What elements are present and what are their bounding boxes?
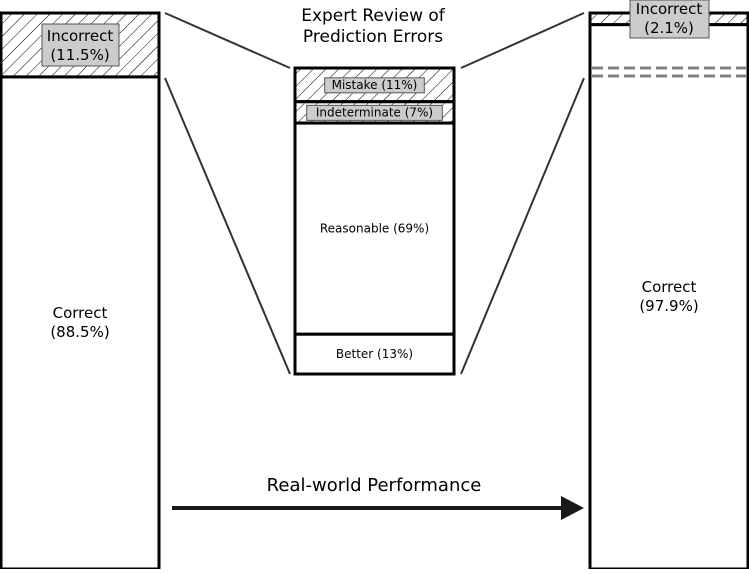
- zoom-connectors: [164, 12, 585, 375]
- arrow-label: Real-world Performance: [267, 475, 482, 496]
- middle-bar: Mistake (11%) Indeterminate (7%) Reasonabl…: [293, 66, 456, 376]
- middle-better-label: Better (13%): [336, 347, 413, 361]
- left-incorrect-label-box: [41, 23, 120, 67]
- left-correct-pct: (88.5%): [50, 323, 109, 341]
- right-incorrect-pct: (2.1%): [644, 19, 694, 37]
- right-bar: Incorrect(2.1%) Correct(97.9%): [588, 0, 749, 571]
- left-bar: Incorrect(11.5%) Correct(88.5%): [0, 11, 161, 571]
- right-incorrect-label-box: [629, 0, 710, 39]
- connector-left-bottom: [164, 77, 291, 375]
- middle-segment-reasonable: [293, 121, 456, 336]
- right-correct-pct: (97.9%): [639, 297, 698, 315]
- middle-segment-better: [293, 332, 456, 376]
- right-incorrect-label: Incorrect: [636, 0, 703, 18]
- middle-indeterminate-label-box: [306, 104, 443, 121]
- arrow-head: [561, 496, 584, 520]
- performance-arrow: [172, 496, 584, 520]
- chart-title-line-2: Prediction Errors: [303, 27, 443, 47]
- connector-right-top: [460, 12, 585, 69]
- middle-mistake-label-box: [324, 77, 425, 94]
- right-correct-label: Correct: [642, 278, 697, 296]
- left-correct-label: Correct: [53, 304, 108, 322]
- connector-right-bottom: [460, 77, 585, 375]
- connector-left-top: [164, 12, 291, 69]
- chart-title-line-1: Expert Review of: [301, 6, 446, 26]
- left-incorrect-pct: (11.5%): [50, 46, 109, 64]
- middle-mistake-label: Mistake (11%): [332, 78, 418, 92]
- left-incorrect-label: Incorrect: [47, 27, 114, 45]
- middle-reasonable-label: Reasonable (69%): [320, 222, 429, 236]
- middle-indeterminate-label: Indeterminate (7%): [316, 105, 433, 119]
